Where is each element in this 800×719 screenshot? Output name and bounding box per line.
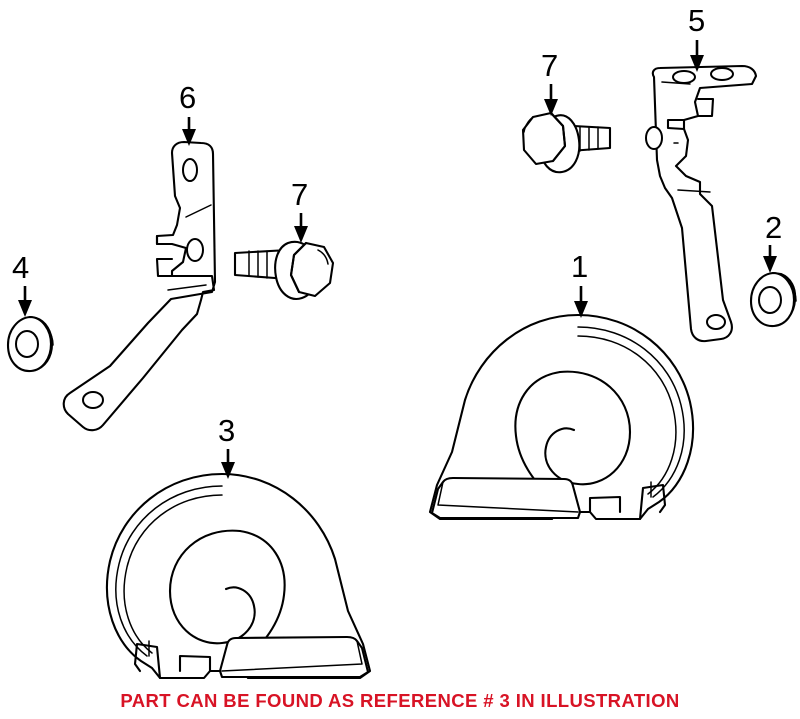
callout-leader-7-right	[544, 84, 558, 116]
callout-label-2: 2	[765, 210, 783, 245]
callout-leader-5	[690, 40, 704, 72]
callout-leader-6	[182, 117, 196, 146]
part-bracket-left	[62, 140, 217, 432]
callout-leader-4	[18, 286, 32, 317]
callout-label-7-right: 7	[541, 48, 559, 83]
callout-label-1: 1	[571, 249, 589, 284]
callout-leader-2	[763, 245, 777, 273]
part-flange-bolt-left	[233, 240, 335, 300]
part-bracket-right	[645, 64, 758, 343]
part-horn-low-note	[105, 472, 372, 680]
reference-footnote: PART CAN BE FOUND AS REFERENCE # 3 IN IL…	[120, 690, 680, 711]
part-flange-bolt-right	[521, 111, 612, 174]
callout-label-6: 6	[179, 80, 197, 115]
part-horn-high-note	[428, 313, 695, 521]
callout-leader-7-left	[294, 213, 308, 243]
callout-label-7-left: 7	[291, 177, 309, 212]
part-grommet-bushing-right	[749, 271, 797, 328]
callout-label-4: 4	[12, 250, 30, 285]
callout-label-3: 3	[218, 413, 236, 448]
part-grommet-bushing-left	[6, 315, 54, 373]
callout-leader-3	[221, 449, 235, 479]
callout-leader-1	[574, 286, 588, 318]
callout-label-5: 5	[688, 3, 706, 38]
